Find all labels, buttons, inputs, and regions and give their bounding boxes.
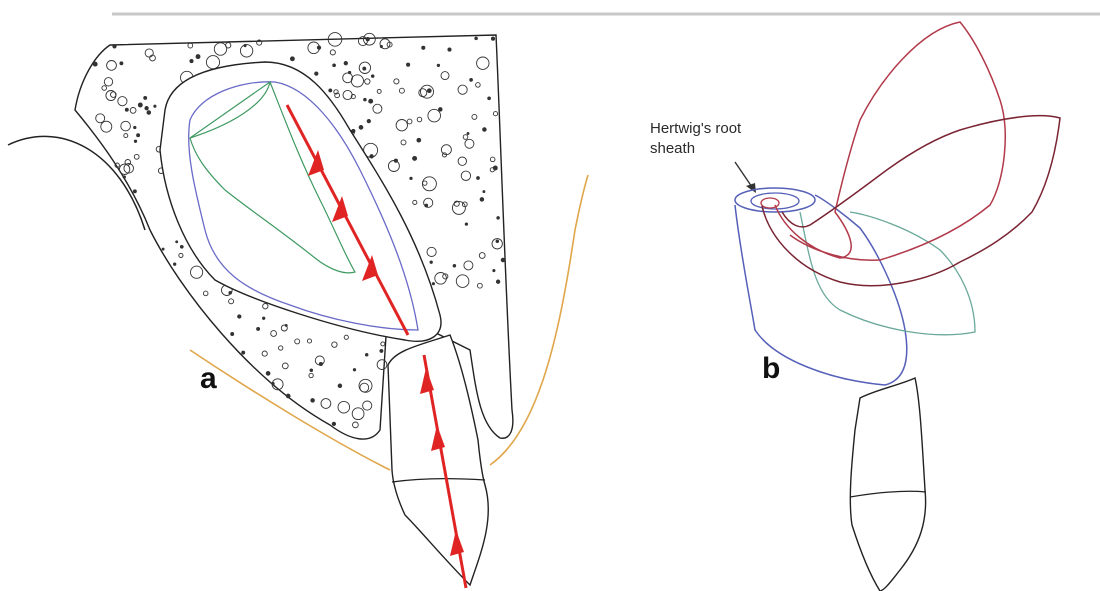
bone-pore: [333, 64, 336, 67]
callout-leader: [735, 162, 752, 187]
bone-pore: [229, 291, 232, 294]
bone-pore: [310, 369, 313, 372]
bone-pore: [196, 55, 200, 59]
tooth-outline-darkred: [762, 116, 1060, 286]
bone-pore: [477, 177, 480, 180]
bone-pore: [491, 37, 494, 40]
bone-pore: [137, 134, 140, 137]
bone-pore: [394, 159, 397, 162]
bone-pore: [497, 217, 500, 220]
bone-pore: [427, 89, 431, 93]
bone-pore: [145, 107, 148, 110]
bone-pore: [176, 241, 178, 243]
bone-pore: [369, 99, 373, 103]
bone-pore: [286, 394, 290, 398]
bone-pore: [285, 324, 287, 326]
bone-pore: [242, 351, 245, 354]
bone-pore: [174, 263, 176, 265]
bone-pore: [338, 384, 342, 388]
bone-pore: [413, 156, 417, 160]
bone-pore: [488, 97, 491, 100]
bone-pore: [470, 79, 473, 82]
bone-pore: [496, 240, 499, 243]
bone-pore: [144, 96, 147, 99]
bone-pore: [154, 105, 156, 107]
bone-pore: [453, 265, 456, 268]
bone-pore: [467, 133, 469, 135]
bone-pore: [125, 108, 128, 111]
bone-pore: [344, 62, 347, 65]
bone-pore: [425, 204, 428, 207]
bone-pore: [480, 198, 484, 202]
bone-pore: [483, 128, 487, 132]
bone-pore: [437, 64, 439, 66]
bone-pore: [244, 45, 246, 47]
bone-pore: [448, 48, 451, 51]
bone-pore: [359, 126, 363, 130]
bone-pore: [353, 369, 355, 371]
bone-pore: [407, 63, 410, 66]
bone-pore: [180, 245, 183, 248]
bone-pore: [138, 103, 142, 107]
bone-pore: [332, 422, 335, 425]
bone-pore: [465, 223, 467, 225]
panel-b: Hertwig's root sheath b: [650, 22, 1060, 591]
bone-pore: [380, 45, 382, 47]
panel-label-a: a: [200, 362, 217, 395]
panel-label-b: b: [762, 352, 780, 385]
bone-pore: [370, 155, 373, 158]
bone-pore: [93, 62, 97, 66]
bone-pore: [190, 60, 193, 63]
tooth-outline-green: [800, 212, 975, 335]
bone-pore: [113, 45, 116, 48]
bone-pore: [432, 283, 434, 285]
bone-pore: [238, 315, 241, 318]
bone-pore: [496, 280, 499, 283]
bone-pore: [430, 261, 432, 263]
bone-pore: [329, 89, 332, 92]
bone-pore: [311, 399, 315, 403]
bone-pore: [147, 111, 151, 115]
bone-pore: [364, 98, 367, 101]
hertwig-callout-line1: Hertwig's root: [650, 120, 742, 137]
hertwig-callout-line2: sheath: [650, 140, 695, 157]
bone-pore: [257, 327, 260, 330]
bone-pore: [134, 126, 136, 128]
bone-pore: [417, 138, 421, 142]
bone-pore: [439, 108, 443, 112]
bone-pore: [367, 119, 370, 122]
bone-pore: [263, 317, 265, 319]
bone-pore: [315, 72, 318, 75]
bone-pore: [371, 75, 374, 78]
bone-pore: [134, 140, 136, 142]
bone-pore: [290, 57, 294, 61]
panel-a: a: [8, 33, 588, 588]
bone-pore: [120, 62, 123, 65]
bone-pore: [410, 177, 412, 179]
bone-pore: [231, 333, 234, 336]
bone-pore: [123, 176, 125, 178]
bone-pore: [133, 190, 136, 193]
bone-pore: [363, 67, 366, 70]
bone-pore: [501, 258, 505, 262]
bone-pore: [483, 191, 485, 193]
bone-pore: [366, 38, 369, 41]
bone-pore: [493, 270, 495, 272]
bone-pore: [380, 349, 383, 352]
bone-pore: [365, 354, 368, 357]
bone-pore: [266, 372, 270, 376]
bone-pore: [475, 37, 478, 40]
bone-pore: [422, 46, 425, 49]
bone-pore: [162, 248, 164, 250]
primary-tooth-b: [850, 378, 925, 591]
